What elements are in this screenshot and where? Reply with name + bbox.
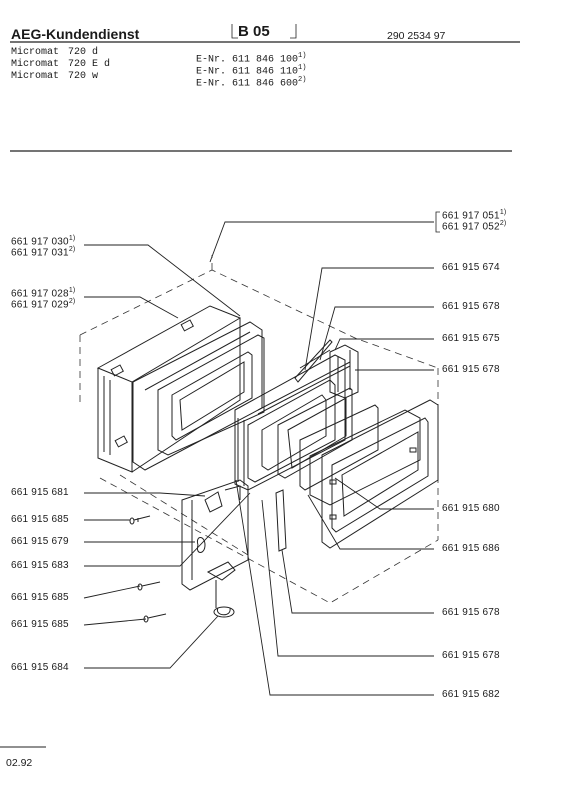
part-label-661915683: 661 915 683	[11, 560, 69, 571]
part-label-661915682: 661 915 682	[442, 689, 500, 700]
model-name-2: Micromat	[11, 59, 60, 70]
door-inner-frame	[157, 334, 265, 456]
model-variant-3: 720 w	[68, 71, 99, 82]
model-variant-1: 720 d	[68, 47, 99, 58]
part-label-661915678-c: 661 915 678	[442, 607, 500, 618]
model-enr-1: E-Nr. 611 846 1001)	[196, 52, 307, 66]
door-outer-frame	[96, 305, 242, 473]
model-enr-2: E-Nr. 611 846 1101)	[196, 64, 307, 78]
brand-title: AEG-Kundendienst	[11, 26, 140, 42]
part-label-661915675: 661 915 675	[442, 333, 500, 344]
right-leaders	[209, 221, 434, 696]
right-label-bracket	[435, 211, 440, 233]
right-bracket	[329, 344, 359, 399]
model-enr-3: E-Nr. 611 846 6002)	[196, 76, 307, 90]
part-label-661915681: 661 915 681	[11, 487, 69, 498]
right-outer-frame	[321, 399, 439, 549]
part-label-661915678-d: 661 915 678	[442, 650, 500, 661]
screws	[129, 515, 167, 623]
part-label-661917028: 661 917 0281)	[11, 287, 76, 300]
sheet-bracket-left	[231, 24, 238, 39]
part-label-661915674: 661 915 674	[442, 262, 500, 273]
door-glass-panel	[132, 321, 263, 471]
sheet-number: B 05	[238, 23, 270, 40]
part-label-661917051: 661 917 0511)	[442, 209, 507, 222]
part-label-661917029: 661 917 0292)	[11, 298, 76, 311]
part-label-661915685-b: 661 915 685	[11, 592, 69, 603]
latch-assembly	[181, 479, 249, 618]
part-label-661915685-c: 661 915 685	[11, 619, 69, 630]
model-variant-2: 720 E d	[68, 59, 111, 70]
part-label-661915678-b: 661 915 678	[442, 364, 500, 375]
model-name-1: Micromat	[11, 47, 60, 58]
part-label-661915679: 661 915 679	[11, 536, 69, 547]
model-name-3: Micromat	[11, 71, 60, 82]
part-label-661917030: 661 917 0301)	[11, 235, 76, 248]
part-label-661915685-a: 661 915 685	[11, 514, 69, 525]
footer-date: 02.92	[6, 757, 33, 769]
part-label-661915686: 661 915 686	[442, 543, 500, 554]
document-number: 290 2534 97	[387, 30, 446, 42]
part-label-661915684: 661 915 684	[11, 662, 69, 673]
vertical-bar	[275, 489, 287, 552]
upper-strip	[294, 339, 333, 383]
left-leaders	[83, 244, 251, 669]
sheet-bracket-right	[290, 24, 297, 39]
part-label-661917052: 661 917 0522)	[442, 220, 507, 233]
part-label-661917031: 661 917 0312)	[11, 246, 76, 259]
part-label-661915678-a: 661 915 678	[442, 301, 500, 312]
part-label-661915680: 661 915 680	[442, 503, 500, 514]
